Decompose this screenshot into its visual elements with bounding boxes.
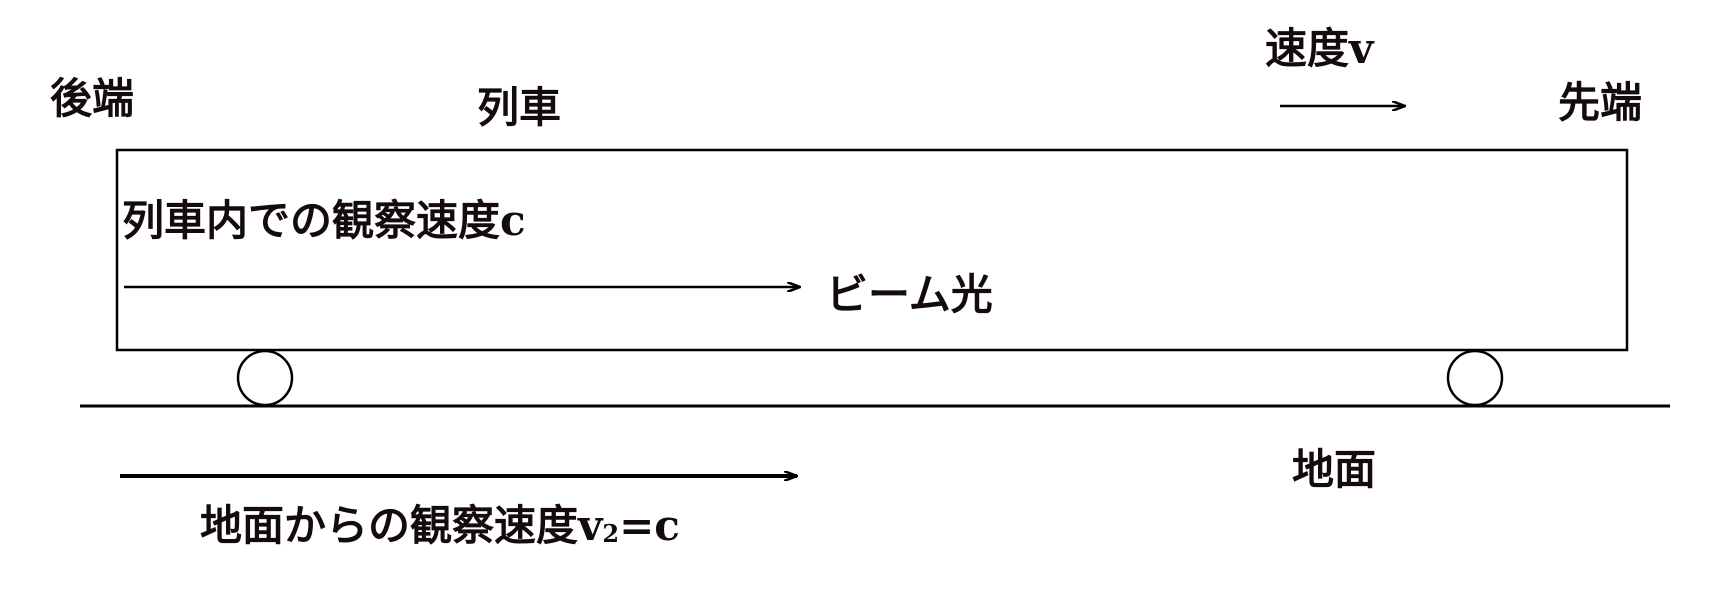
observed-from-ground-label: 地面からの観察速度v2=c xyxy=(200,505,680,547)
front-end-label: 先端 xyxy=(1558,78,1643,127)
train-body xyxy=(115,148,1629,352)
front-wheel xyxy=(1446,349,1504,407)
ground-label: 地面 xyxy=(1292,445,1377,494)
speed-v-label: 速度v xyxy=(1265,24,1374,73)
train-label: 列車 xyxy=(477,83,562,132)
observed-in-train-label: 列車内での観察速度c xyxy=(122,196,526,245)
rear-wheel xyxy=(236,349,294,407)
observed-from-ground-suffix: =c xyxy=(619,501,680,550)
observed-from-ground-prefix: 地面からの観察速度v xyxy=(200,501,603,550)
observed-from-ground-subscript: 2 xyxy=(602,519,620,548)
beam-light-label: ビーム光 xyxy=(826,270,993,319)
rear-end-label: 後端 xyxy=(50,74,135,123)
